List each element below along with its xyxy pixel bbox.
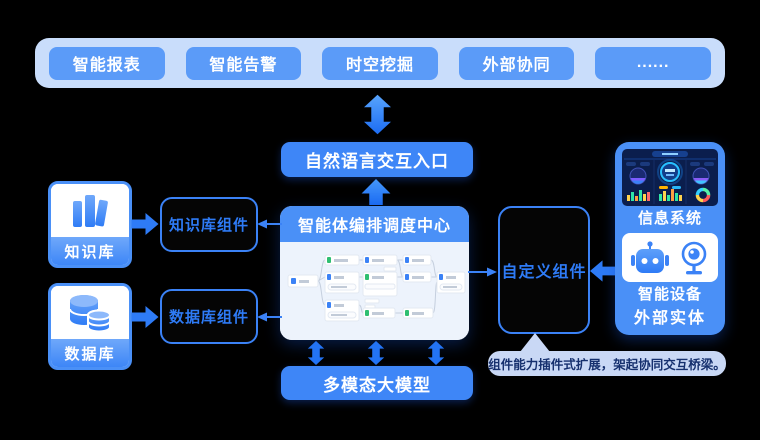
double-arrow-vertical-icon <box>367 341 385 365</box>
knowledge-base-label: 知识库 <box>51 237 129 265</box>
info-system-label: 信息系统 <box>637 210 702 227</box>
smart-device-label: 智能设备 <box>637 286 702 303</box>
block-arrow-right-icon <box>131 213 159 235</box>
block-arrow-right-icon <box>131 306 159 328</box>
nlp-entry-button[interactable]: 自然语言交互入口 <box>281 142 473 177</box>
capability-item-reports[interactable]: 智能报表 <box>49 46 165 80</box>
webcam-icon <box>681 241 707 274</box>
thin-arrow-right-icon <box>468 267 497 277</box>
callout-pointer <box>520 333 550 352</box>
knowledge-base-card[interactable]: 知识库 <box>48 181 132 268</box>
info-system-dashboard-icon <box>622 149 718 206</box>
capability-bar: 智能报表 智能告警 时空挖掘 外部协同 ...... <box>35 38 725 88</box>
external-entity-title: 外部实体 <box>633 310 706 327</box>
block-arrow-left-icon <box>590 260 616 282</box>
database-component-box[interactable]: 数据库组件 <box>160 289 258 344</box>
external-entity-card: 信息系统 智能设备 外部实体 <box>615 142 725 335</box>
double-arrow-vertical-icon <box>364 94 391 135</box>
database-label: 数据库 <box>51 339 129 367</box>
custom-component-box[interactable]: 自定义组件 <box>498 206 590 334</box>
database-cylinders-icon <box>51 286 129 339</box>
up-arrow-icon <box>361 179 391 205</box>
thin-arrow-left-icon <box>257 219 282 229</box>
thin-arrow-left-icon <box>257 312 282 322</box>
orchestration-center-title: 智能体编排调度中心 <box>280 206 469 242</box>
llm-button[interactable]: 多模态大模型 <box>281 366 473 400</box>
capability-item-more[interactable]: ...... <box>595 46 711 80</box>
double-arrow-vertical-icon <box>427 341 445 365</box>
workflow-preview <box>280 242 469 340</box>
robot-icon <box>631 240 669 273</box>
knowledge-component-box[interactable]: 知识库组件 <box>160 197 258 252</box>
double-arrow-vertical-icon <box>307 341 325 365</box>
capability-item-alerts[interactable]: 智能告警 <box>185 46 302 80</box>
callout-text: 组件能力插件式扩展，架起协同交互桥梁。 <box>488 351 726 376</box>
capability-item-external[interactable]: 外部协同 <box>458 46 575 80</box>
capability-item-mining[interactable]: 时空挖掘 <box>322 46 438 80</box>
smart-device-box <box>622 233 718 282</box>
workflow-mini-diagram-icon <box>287 254 466 322</box>
orchestration-center-card: 智能体编排调度中心 <box>280 206 469 340</box>
books-icon <box>51 184 129 237</box>
database-card[interactable]: 数据库 <box>48 283 132 370</box>
